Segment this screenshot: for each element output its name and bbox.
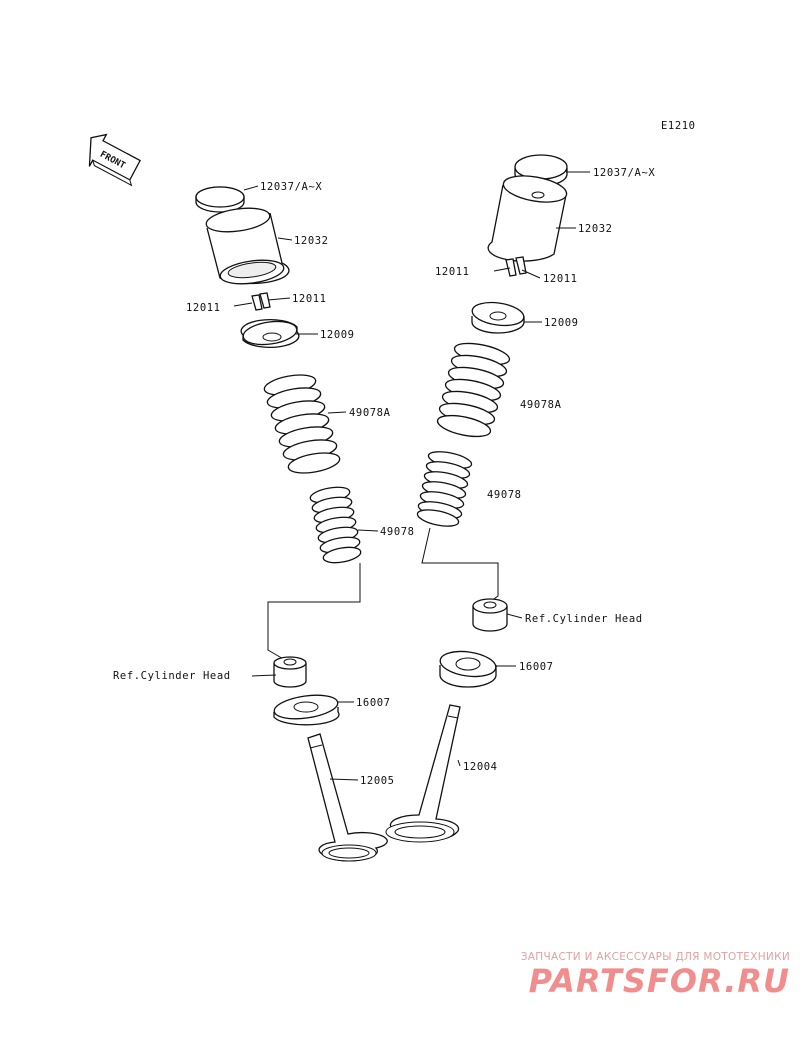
left-valve — [307, 733, 388, 862]
right-keepers — [505, 256, 527, 277]
right-outer-spring-label: 49078A — [520, 399, 562, 411]
left-retainer — [240, 319, 300, 348]
right-valve-labels: 12037/A~X 12032 12011 12011 12009 49078A… — [435, 167, 655, 773]
left-ref-head-label: Ref.Cylinder Head — [113, 670, 231, 682]
left-valve-guide — [273, 656, 307, 688]
left-valve-assembly — [195, 186, 388, 862]
right-keeper-right-label: 12011 — [543, 273, 578, 285]
left-outer-spring — [263, 374, 341, 474]
diagram-code: E1210 — [661, 120, 696, 132]
right-inner-spring — [416, 451, 473, 527]
left-keeper-right-label: 12011 — [292, 293, 327, 305]
right-retainer — [471, 301, 525, 334]
leader-lines — [233, 171, 590, 781]
right-seal — [439, 650, 497, 688]
left-keepers — [251, 292, 271, 311]
right-seal-label: 16007 — [519, 661, 554, 673]
right-outer-spring — [436, 342, 511, 438]
right-inner-spring-label: 49078 — [487, 489, 522, 501]
right-valve-guide — [472, 598, 508, 632]
right-lifter — [487, 175, 568, 262]
right-lifter-label: 12032 — [578, 223, 613, 235]
front-arrow-icon: FRONT — [88, 133, 141, 187]
left-seal-label: 16007 — [356, 697, 391, 709]
left-outer-spring-label: 49078A — [349, 407, 391, 419]
left-shim-label: 12037/A~X — [260, 181, 322, 193]
watermark-logo: PARTSFOR.RU — [528, 962, 790, 1000]
left-lifter-label: 12032 — [294, 235, 329, 247]
left-valve-labels: 12037/A~X 12032 12011 12011 12009 49078A… — [113, 181, 415, 787]
right-valve-label: 12004 — [463, 761, 498, 773]
left-shim — [195, 186, 245, 213]
right-ref-head-label: Ref.Cylinder Head — [525, 613, 643, 625]
left-valve-label: 12005 — [360, 775, 395, 787]
watermark-tagline: ЗАПЧАСТИ И АКСЕССУАРЫ ДЛЯ МОТОТЕХНИКИ — [520, 951, 790, 963]
left-retainer-label: 12009 — [320, 329, 355, 341]
right-valve-assembly — [385, 154, 568, 843]
left-inner-spring-label: 49078 — [380, 526, 415, 538]
left-keeper-left-label: 12011 — [186, 302, 221, 314]
right-keeper-left-label: 12011 — [435, 266, 470, 278]
right-valve — [385, 704, 461, 843]
left-lifter — [205, 207, 290, 285]
left-seal — [273, 694, 340, 726]
right-retainer-label: 12009 — [544, 317, 579, 329]
right-shim-label: 12037/A~X — [593, 167, 655, 179]
left-inner-spring — [309, 486, 362, 564]
